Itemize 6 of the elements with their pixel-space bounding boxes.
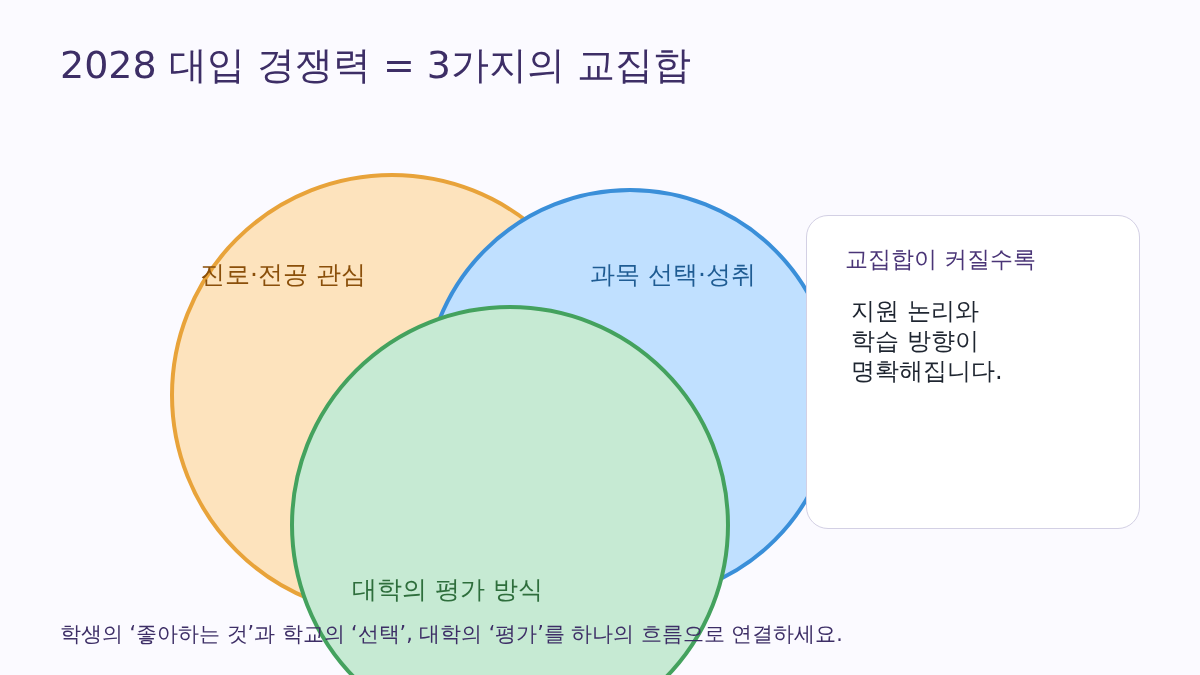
callout-text: 지원 논리와 학습 방향이 명확해집니다. — [851, 296, 1004, 386]
callout-heading: 교집합이 커질수록 — [845, 245, 1037, 274]
circle-label: 과목 선택·성취 — [590, 259, 756, 291]
title: 2028 대입 경쟁력 = 3가지의 교집합 — [60, 42, 692, 89]
callout-box — [806, 215, 1140, 529]
circle-label: 대학의 평가 방식 — [352, 574, 543, 606]
